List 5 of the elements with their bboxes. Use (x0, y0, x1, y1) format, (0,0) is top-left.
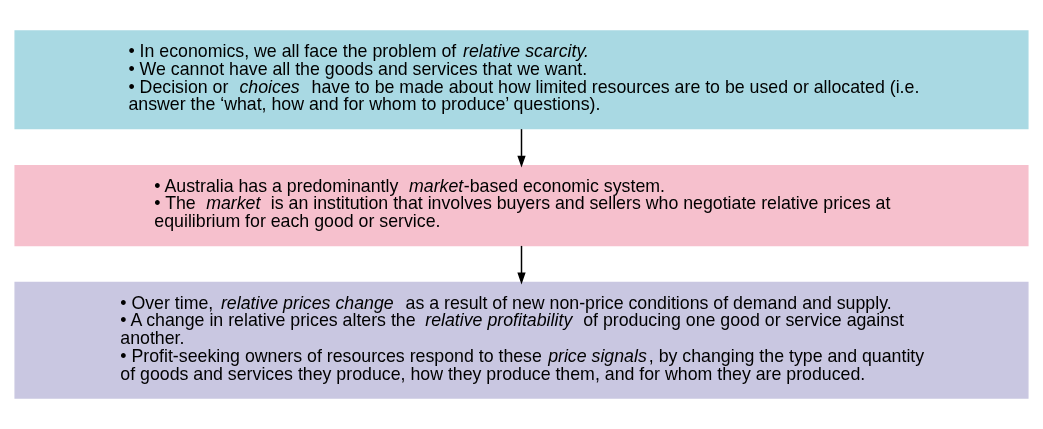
node-box: • Over time, relative prices change as a result of new non-price conditions of demand and supply. • A change in relative prices alters the relative profitability of producing one good or service against another. • Profit-seeking owners of resources respond to these price signals, by changing the type and quantity of goods and services they produce, how they produce them, and for whom they are produced. (14, 281, 1029, 399)
node-box: • In economics, we all face the problem of relative scarcity. • We cannot have all the goods and services that we want. • Decision or choices have to be made about how limited resources are to be used or allocated (i.e. answer the ‘what, how and for whom to produce’ questions). (14, 30, 1029, 130)
arrow (517, 128, 526, 168)
arrow (517, 245, 526, 285)
node-box: • Australia has a predominantly market-based economic system. • The market is an institution that involves buyers and sellers who negotiate relative prices at equilibrium for each good or service. (14, 164, 1029, 247)
